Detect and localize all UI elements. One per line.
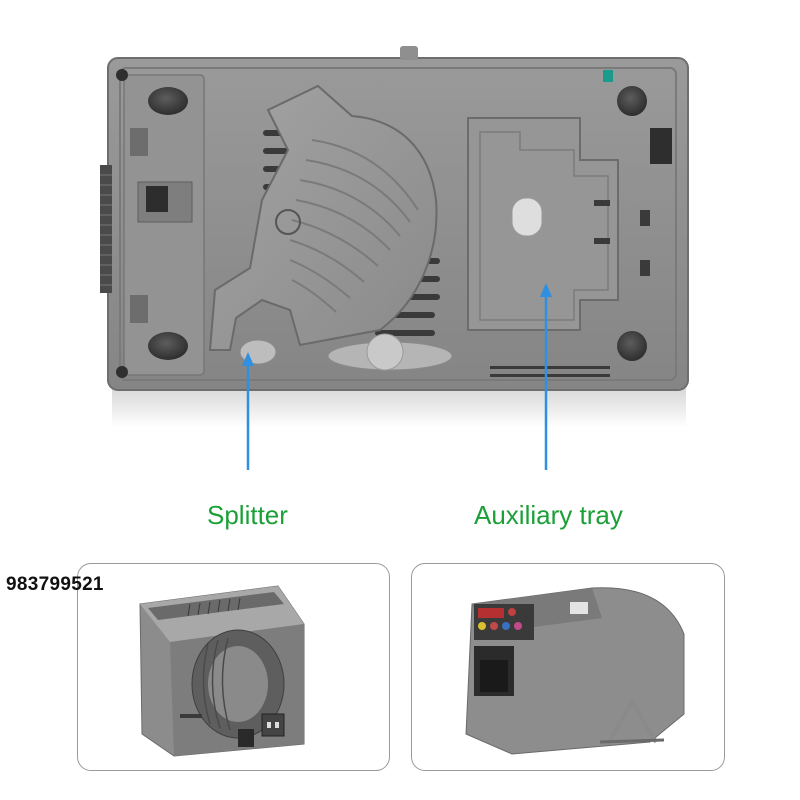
rubber-foot	[148, 332, 188, 360]
auxiliary-tray-part	[467, 117, 619, 331]
thumbnail-front-view	[77, 563, 390, 771]
splitter-label: Splitter	[207, 500, 288, 530]
rubber-foot	[617, 331, 647, 361]
rubber-foot	[148, 87, 188, 115]
tray-callout-arrow	[540, 283, 552, 470]
dispenser-panel-image	[465, 587, 685, 755]
left-ribbed-edge	[100, 165, 112, 293]
auxiliary-tray-label: Auxiliary tray	[474, 500, 623, 530]
splitter-callout-arrow	[242, 352, 254, 470]
dispenser-front-image	[139, 585, 305, 757]
thumbnail-control-panel-view	[411, 563, 725, 771]
main-product-photo	[100, 46, 689, 470]
product-id-number: 983799521	[6, 574, 104, 595]
top-tab	[400, 46, 418, 60]
rubber-foot	[617, 86, 647, 116]
device-reflection	[112, 388, 686, 428]
splitter-part	[208, 84, 438, 351]
